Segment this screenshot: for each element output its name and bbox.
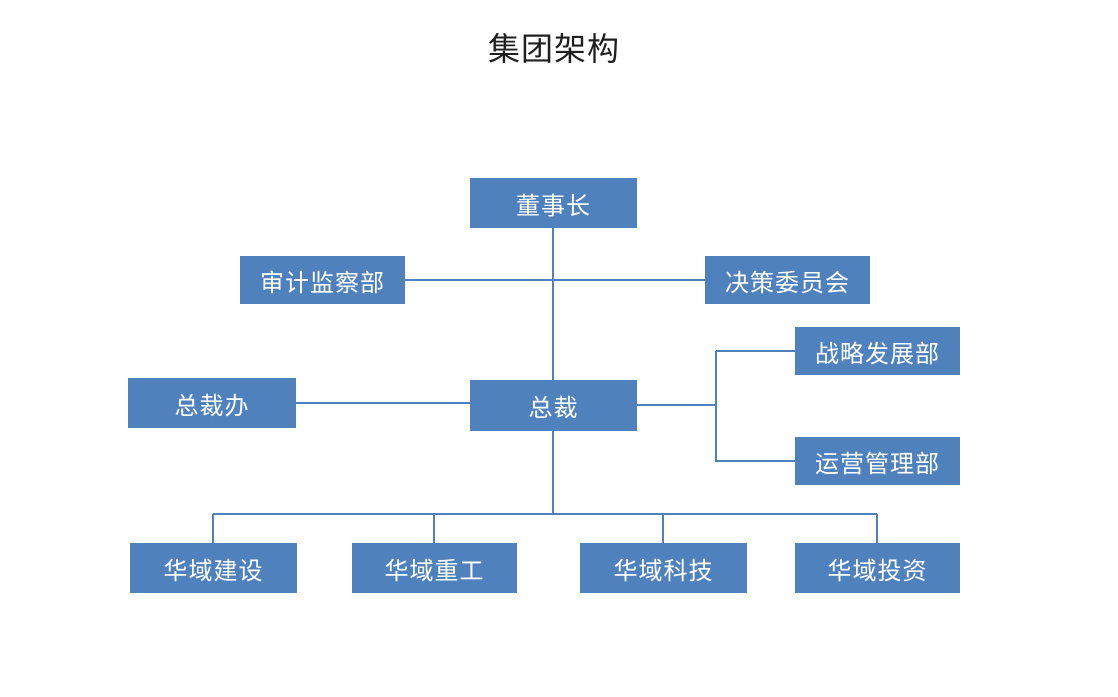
org-node-label: 总裁 (528, 395, 579, 422)
org-node-label: 决策委员会 (725, 269, 850, 297)
connector-president-to-subsidiary-bus (552, 431, 554, 514)
connector-chairman-to-president (552, 228, 554, 381)
connector-bus-to-huayu-investment (876, 514, 878, 544)
org-node-huayu-technology[interactable]: 华域科技 (580, 543, 747, 593)
page-title: 集团架构 (487, 31, 620, 67)
org-node-chairman[interactable]: 董事长 (470, 178, 637, 228)
org-node-decision-committee[interactable]: 决策委员会 (705, 256, 870, 304)
org-node-label: 运营管理部 (815, 450, 940, 478)
org-node-strategy-dept[interactable]: 战略发展部 (795, 327, 960, 375)
org-node-label: 华域科技 (613, 557, 714, 585)
org-node-label: 华域重工 (384, 557, 485, 585)
org-node-label: 华域建设 (163, 557, 264, 585)
connector-bus-to-huayu-construction (212, 514, 214, 544)
connector-president-to-right-bracket (637, 404, 717, 406)
connector-president-office-to-president (296, 402, 470, 404)
connector-subsidiary-bus (213, 513, 877, 515)
connector-right-bracket-vertical (715, 351, 717, 462)
org-node-huayu-heavy-industry[interactable]: 华域重工 (352, 543, 517, 593)
org-node-audit-supervision[interactable]: 审计监察部 (240, 256, 405, 304)
org-node-label: 华域投资 (827, 557, 928, 585)
org-node-label: 战略发展部 (815, 340, 940, 368)
org-node-label: 总裁办 (174, 392, 250, 420)
org-node-president[interactable]: 总裁 (470, 380, 637, 431)
connector-audit-to-decision-committee (405, 279, 705, 281)
org-node-label: 董事长 (516, 192, 591, 220)
org-node-huayu-investment[interactable]: 华域投资 (795, 543, 960, 593)
org-node-label: 审计监察部 (260, 269, 385, 297)
org-node-huayu-construction[interactable]: 华域建设 (130, 543, 297, 593)
connector-bus-to-huayu-heavy-industry (433, 514, 435, 544)
connector-bus-to-huayu-technology (662, 514, 664, 544)
org-node-operations-dept[interactable]: 运营管理部 (795, 437, 960, 485)
connector-bracket-to-operations-dept (716, 460, 795, 462)
connector-bracket-to-strategy-dept (716, 350, 795, 352)
org-node-president-office[interactable]: 总裁办 (128, 378, 296, 428)
